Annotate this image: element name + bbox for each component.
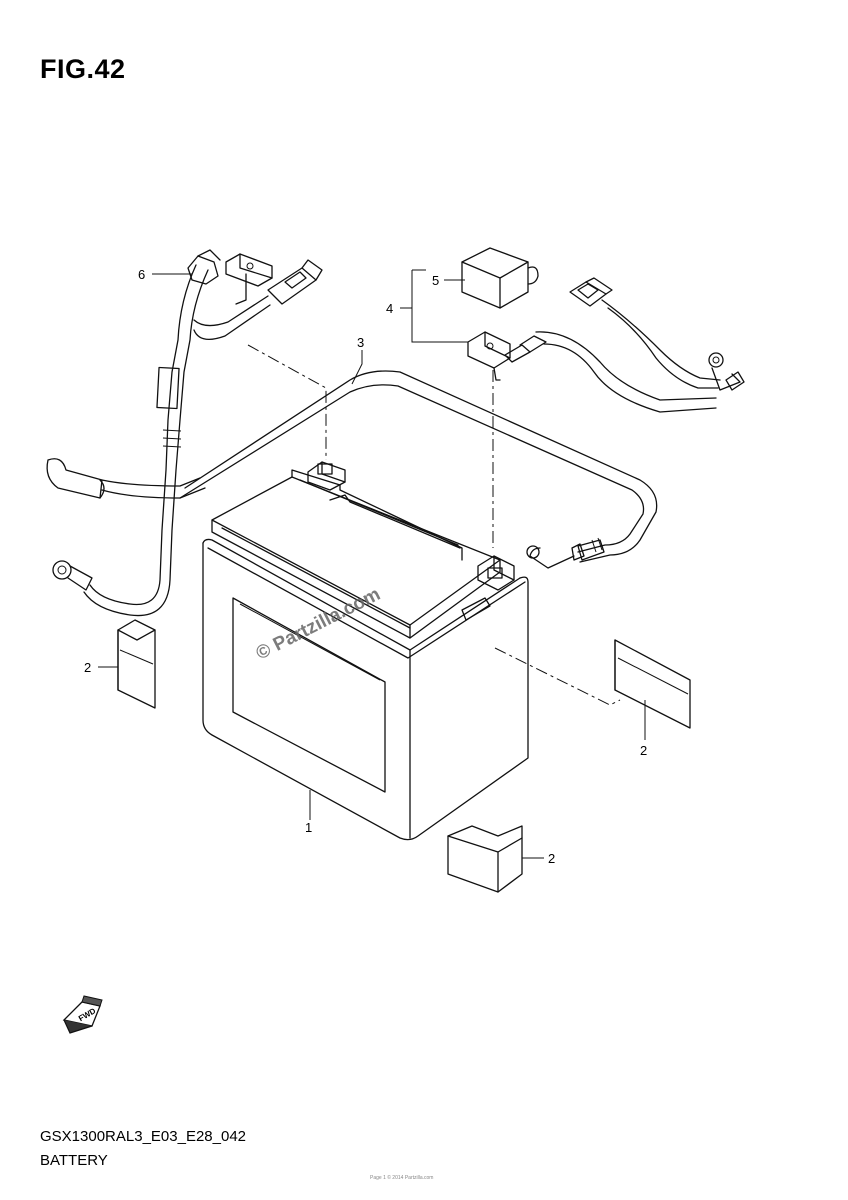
callout-4: 4	[386, 301, 393, 316]
callout-6: 6	[138, 267, 145, 282]
wiring-harness[interactable]	[46, 249, 323, 617]
callout-2-left: 2	[84, 660, 91, 675]
battery-spacer-bottom[interactable]	[447, 825, 523, 893]
battery-spacer-right[interactable]	[614, 639, 691, 729]
fwd-arrow-icon: FWD	[62, 995, 103, 1034]
section-name: BATTERY	[40, 1152, 108, 1169]
callout-1: 1	[305, 820, 312, 835]
battery-spacer-left[interactable]	[117, 619, 156, 709]
callout-2-bottom: 2	[548, 851, 555, 866]
callout-leaders	[98, 269, 646, 859]
model-code: GSX1300RAL3_E03_E28_042	[40, 1128, 247, 1145]
starter-relay[interactable]	[461, 247, 539, 309]
battery-cable[interactable]	[179, 370, 658, 569]
footer-note: Page 1 © 2014 Partzilla.com	[370, 1175, 434, 1181]
callout-3: 3	[357, 335, 364, 350]
callout-5: 5	[432, 273, 439, 288]
figure-title: FIG.42	[40, 54, 126, 84]
relay-lead-wire[interactable]	[569, 277, 745, 391]
relay-bracket[interactable]	[467, 331, 717, 413]
callout-2-right: 2	[640, 743, 647, 758]
battery[interactable]	[202, 461, 529, 841]
